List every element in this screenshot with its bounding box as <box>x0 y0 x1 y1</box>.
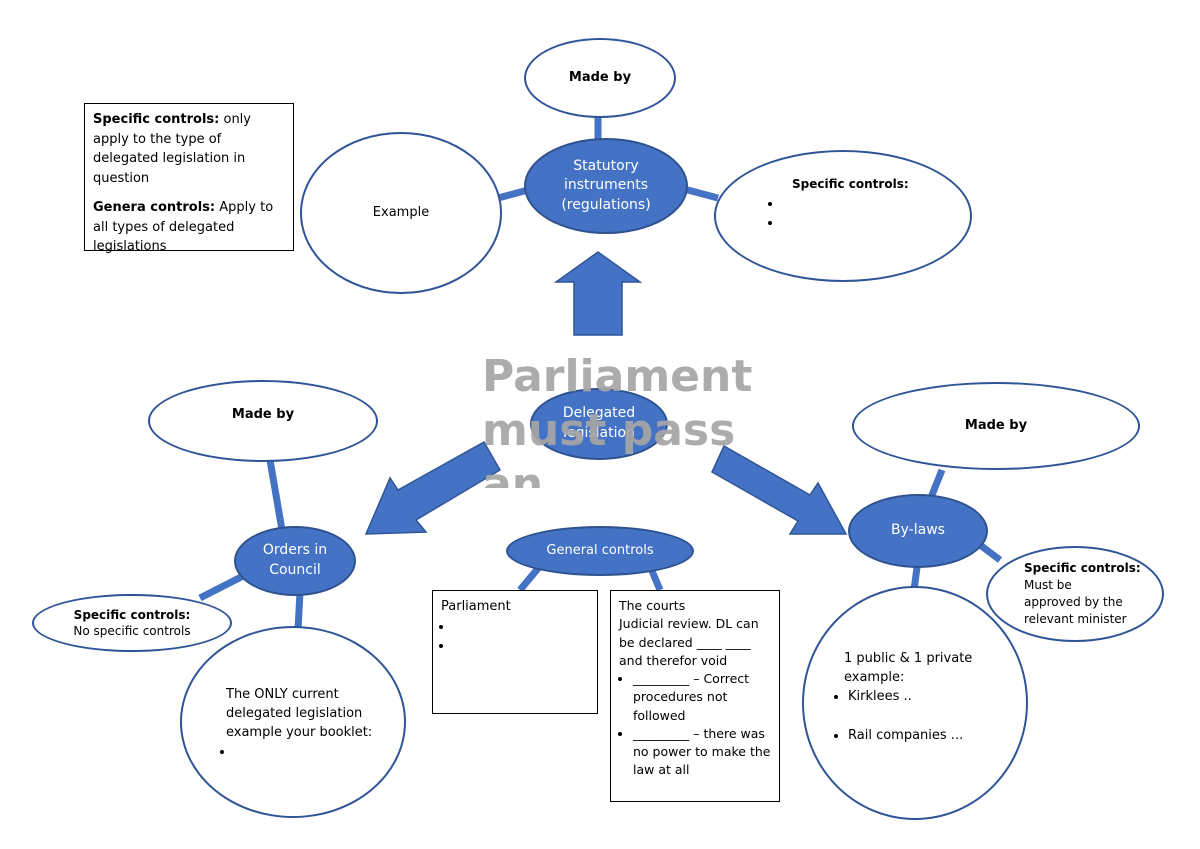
bylaws-example-bullet: Rail companies ... <box>848 727 972 746</box>
general-controls-oval: General controls <box>506 526 694 576</box>
parliament-bullet <box>453 617 589 637</box>
statutory-controls-bullet <box>782 214 909 233</box>
bylaws-example-oval: 1 public & 1 private example: Kirklees .… <box>802 586 1028 820</box>
connector-orders-example <box>294 591 304 631</box>
legend-specific-text: only apply to the type of delegated legi… <box>93 112 251 186</box>
orders-controls-oval: Specific controls: No specific controls <box>32 594 232 652</box>
courts-box: The courts Judicial review. DL can be de… <box>610 590 780 802</box>
statutory-example-label: Example <box>372 204 430 220</box>
connector-orders-controls <box>198 571 247 602</box>
legend-box: Specific controls: only apply to the typ… <box>84 103 294 254</box>
statutory-example-oval: Example <box>300 132 502 294</box>
bylaws-made-by-label: Made by <box>964 417 1028 433</box>
bylaws-made-by-oval: Made by <box>852 382 1140 470</box>
orders-controls-label: Specific controls: <box>73 607 191 622</box>
legend-specific-label: Specific controls: <box>93 112 220 127</box>
general-controls-label: General controls <box>546 542 654 558</box>
bylaws-example-line-2: example: <box>844 669 905 685</box>
statutory-made-by-label: Made by <box>568 69 632 85</box>
legend-general-label: Genera controls: <box>93 200 216 215</box>
courts-text: Judicial review. DL can be declared ____… <box>619 616 759 668</box>
statutory-line-1: Statutory <box>573 157 639 174</box>
orders-example-oval: The ONLY current delegated legislation e… <box>180 626 406 818</box>
delegated-line-1: Delegated <box>562 405 636 422</box>
overlay-text: Parliament must pass an <box>482 350 752 488</box>
orders-line-1: Orders in <box>262 542 328 559</box>
statutory-instruments-oval: Statutory instruments (regulations) <box>524 138 688 234</box>
statutory-controls-label: Specific controls: <box>792 177 909 191</box>
orders-in-council-oval: Orders in Council <box>234 526 356 596</box>
bylaws-example-line-1: 1 public & 1 private <box>844 651 973 666</box>
statutory-line-3: (regulations) <box>561 196 651 213</box>
orders-made-by-label: Made by <box>231 407 295 422</box>
legend-general-text: Apply to all types of delegated legislat… <box>93 200 274 254</box>
arrow-down-left-icon <box>364 440 502 535</box>
arrow-down-right-icon <box>711 444 848 535</box>
orders-line-2: Council <box>269 562 321 578</box>
arrow-up-icon <box>553 251 643 336</box>
statutory-made-by-oval: Made by <box>524 38 676 118</box>
bylaws-controls-line-2: approved by the <box>1024 595 1123 609</box>
courts-bullet: _________ – Correct procedures not follo… <box>633 670 771 725</box>
orders-controls-text: No specific controls <box>73 624 191 638</box>
connector-statutory-example <box>497 186 529 202</box>
orders-example-bullet <box>234 743 372 762</box>
overlay-line-3: an <box>482 459 544 488</box>
overlay-line-2: must pass <box>482 405 736 456</box>
connector-orders-madeby <box>266 459 286 531</box>
parliament-box: Parliament <box>432 590 598 714</box>
overlay-line-1: Parliament <box>482 351 753 402</box>
orders-example-line-1: The ONLY current <box>226 687 339 702</box>
courts-title: The courts <box>619 598 686 613</box>
courts-bullet: _________ – there was no power to make t… <box>633 725 771 780</box>
connector-general-parliament <box>517 563 543 593</box>
parliament-bullet <box>453 636 589 656</box>
bylaws-label: By-laws <box>891 522 945 539</box>
bylaws-controls-line-3: relevant minister <box>1024 611 1127 626</box>
parliament-title: Parliament <box>441 599 511 614</box>
statutory-controls-oval: Specific controls: <box>714 150 972 282</box>
orders-made-by-oval: Made by <box>148 380 378 462</box>
delegated-legislation-oval: Delegated legislation <box>530 388 668 460</box>
connector-bylaws-controls <box>977 542 1003 563</box>
bylaws-controls-oval: Specific controls: Must be approved by t… <box>986 546 1164 642</box>
delegated-line-2: legislation <box>563 425 635 441</box>
orders-example-line-3: example your booklet: <box>226 724 373 740</box>
bylaws-oval: By-laws <box>848 494 988 568</box>
bylaws-controls-label: Specific controls: <box>1024 561 1141 576</box>
statutory-controls-bullet <box>782 195 909 214</box>
orders-example-line-2: delegated legislation <box>226 705 363 721</box>
bylaws-example-bullet: Kirklees .. <box>848 688 972 707</box>
bylaws-controls-line-1: Must be <box>1024 578 1072 593</box>
statutory-line-2: instruments <box>563 177 649 194</box>
